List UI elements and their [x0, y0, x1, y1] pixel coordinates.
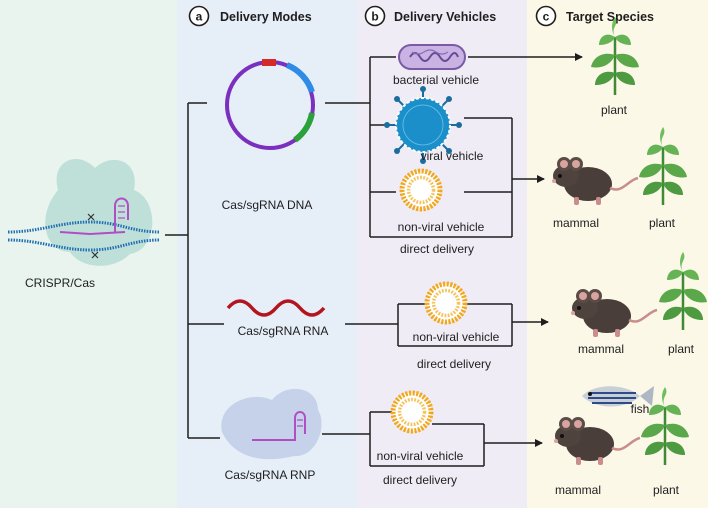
plant-label-3: plant	[668, 342, 695, 356]
mammal-label-2: mammal	[578, 342, 624, 356]
plant-label-1: plant	[601, 103, 628, 117]
crispr-branch-lines	[165, 102, 224, 439]
panel-a-letter: a	[196, 10, 203, 24]
panel-c-letter: c	[543, 10, 550, 24]
rnp-complex-icon	[221, 388, 322, 460]
bacterium-icon	[398, 44, 466, 70]
crispr-cas-label: CRISPR/Cas	[25, 276, 95, 290]
panel-a-title: Delivery Modes	[220, 10, 312, 24]
lipid-nanoparticle-icon	[427, 284, 465, 322]
lipid-nanoparticle-icon	[393, 393, 431, 431]
panel-a-header: a Delivery Modes	[188, 5, 312, 27]
mode-rna-label: Cas/sgRNA RNA	[238, 324, 329, 338]
dna-vehicle-connector-lines	[325, 56, 513, 238]
mode-dna-label: Cas/sgRNA DNA	[222, 198, 313, 212]
viral-vehicle-label: viral vehicle	[421, 149, 484, 163]
panel-b-title: Delivery Vehicles	[394, 10, 496, 24]
rnp-vehicle-connector-lines	[322, 411, 485, 467]
panel-c-header: c Target Species	[535, 5, 654, 27]
plant-label-2: plant	[649, 216, 676, 230]
panel-c-background	[527, 0, 708, 508]
fish-label: fish	[631, 402, 650, 416]
lipid-nanoparticle-icon	[402, 171, 440, 209]
nonviral-vehicle-label-rnp: non-viral vehicle	[377, 449, 464, 463]
direct-delivery-label-dna: direct delivery	[400, 242, 474, 256]
rna-vehicle-connector-lines	[345, 303, 513, 347]
crispr-cas-complex-icon	[7, 159, 161, 266]
panel-c-title: Target Species	[566, 10, 654, 24]
nonviral-vehicle-label-dna: non-viral vehicle	[398, 220, 485, 234]
zebrafish-icon	[582, 386, 654, 407]
virus-icon	[384, 86, 462, 164]
direct-delivery-label-rnp: direct delivery	[383, 473, 457, 487]
mammal-label-3: mammal	[555, 483, 601, 497]
mode-rnp-label: Cas/sgRNA RNP	[225, 468, 316, 482]
panel-b-header: b Delivery Vehicles	[364, 5, 496, 27]
mammal-label-1: mammal	[553, 216, 599, 230]
direct-delivery-label-rna: direct delivery	[417, 357, 491, 371]
plasmid-dna-icon	[225, 59, 315, 150]
bacterial-vehicle-label: bacterial vehicle	[393, 73, 479, 87]
panel-b-letter: b	[371, 10, 378, 24]
nonviral-vehicle-label-rna: non-viral vehicle	[413, 330, 500, 344]
rna-strand-icon	[226, 299, 326, 317]
plant-label-4: plant	[653, 483, 680, 497]
